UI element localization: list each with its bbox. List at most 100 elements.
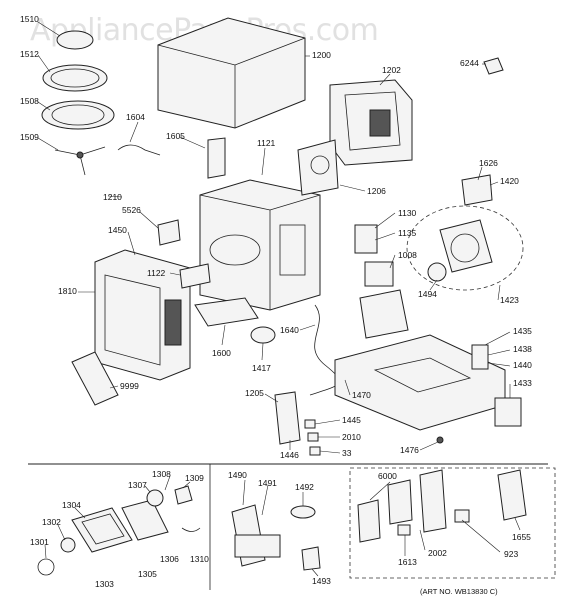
label-1512: 1512 bbox=[20, 49, 39, 59]
part-1655 bbox=[497, 469, 527, 521]
part-1490-base bbox=[234, 534, 281, 558]
label-1445: 1445 bbox=[342, 415, 361, 425]
label-33: 33 bbox=[342, 448, 352, 458]
label-plate bbox=[179, 263, 211, 289]
outer-case bbox=[157, 17, 306, 129]
transformer bbox=[494, 397, 522, 427]
label-1308: 1308 bbox=[152, 469, 171, 479]
label-1490: 1490 bbox=[228, 470, 247, 480]
label-1476: 1476 bbox=[400, 445, 419, 455]
base-plate bbox=[334, 334, 506, 431]
label-1417: 1417 bbox=[252, 363, 271, 373]
label-1600: 1600 bbox=[212, 348, 231, 358]
panel-components bbox=[357, 469, 527, 543]
label-1640: 1640 bbox=[280, 325, 299, 335]
timer-1307 bbox=[146, 489, 164, 507]
spring-1310 bbox=[181, 527, 201, 532]
label-1130: 1130 bbox=[398, 208, 417, 218]
label-1508: 1508 bbox=[20, 96, 39, 106]
label-1302: 1302 bbox=[42, 517, 61, 527]
wire-harness bbox=[309, 304, 340, 396]
label-1303: 1303 bbox=[95, 579, 114, 589]
label-1655: 1655 bbox=[512, 532, 531, 542]
label-1613: 1613 bbox=[398, 557, 417, 567]
turntable-group bbox=[41, 30, 115, 176]
part-1613 bbox=[397, 524, 411, 536]
part-923 bbox=[454, 509, 470, 523]
plate-5526 bbox=[157, 219, 181, 246]
label-1304: 1304 bbox=[62, 500, 81, 510]
label-1310: 1310 bbox=[190, 554, 209, 564]
label-1510: 1510 bbox=[20, 14, 39, 24]
label-1605: 1605 bbox=[166, 131, 185, 141]
label-5526: 5526 bbox=[122, 205, 141, 215]
control-panel-box bbox=[349, 467, 556, 579]
label-1309: 1309 bbox=[185, 473, 204, 483]
screw-1476 bbox=[436, 436, 444, 444]
label-1305: 1305 bbox=[138, 569, 157, 579]
part-6244-tag bbox=[483, 57, 504, 75]
turntable-coupler bbox=[56, 30, 94, 50]
label-1446: 1446 bbox=[280, 450, 299, 460]
label-1423: 1423 bbox=[500, 295, 519, 305]
label-1810: 1810 bbox=[58, 286, 77, 296]
owners-manual bbox=[71, 351, 119, 406]
magnetron bbox=[359, 289, 409, 339]
roller-ring-inner bbox=[50, 68, 100, 88]
stirrer-components bbox=[231, 504, 321, 571]
turntable-motor bbox=[250, 326, 276, 344]
part-1493 bbox=[301, 546, 321, 571]
label-1494: 1494 bbox=[418, 289, 437, 299]
hv-components bbox=[354, 224, 409, 339]
door-assembly bbox=[94, 249, 191, 381]
control-board bbox=[297, 139, 339, 196]
label-1509: 1509 bbox=[20, 132, 39, 142]
interlock-switch bbox=[471, 344, 489, 370]
label-1435: 1435 bbox=[513, 326, 532, 336]
thermal-cutout bbox=[461, 174, 493, 206]
label-2002: 2002 bbox=[428, 548, 447, 558]
label-1450: 1450 bbox=[108, 225, 127, 235]
knob-1303 bbox=[60, 537, 76, 553]
bracket-1309 bbox=[174, 485, 193, 505]
part-6000 bbox=[357, 499, 381, 543]
leader-lines bbox=[37, 21, 521, 577]
label-1438: 1438 bbox=[513, 344, 532, 354]
tray-support bbox=[54, 146, 106, 176]
label-1626: 1626 bbox=[479, 158, 498, 168]
door-components bbox=[37, 485, 201, 576]
label-1420: 1420 bbox=[500, 176, 519, 186]
fan-blade bbox=[427, 262, 447, 282]
control-card bbox=[387, 479, 413, 525]
art-number: (ART NO. WB13830 C) bbox=[420, 587, 498, 596]
label-6000: 6000 bbox=[378, 471, 397, 481]
label-1491: 1491 bbox=[258, 478, 277, 488]
waveguide-cover bbox=[194, 297, 259, 327]
bezel-1305 bbox=[71, 507, 133, 553]
label-1493: 1493 bbox=[312, 576, 331, 586]
label-1306: 1306 bbox=[160, 554, 179, 564]
label-1210: 1210 bbox=[103, 192, 122, 202]
glass-tray-inner bbox=[51, 104, 105, 126]
touch-panel bbox=[419, 469, 447, 533]
label-1307: 1307 bbox=[128, 480, 147, 490]
latch-board bbox=[274, 391, 321, 456]
label-1122: 1122 bbox=[147, 268, 166, 278]
label-1135: 1135 bbox=[398, 228, 417, 238]
label-1202: 1202 bbox=[382, 65, 401, 75]
oven-cavity bbox=[199, 179, 321, 311]
label-1604: 1604 bbox=[126, 112, 145, 122]
label-1492: 1492 bbox=[295, 482, 314, 492]
part-1492 bbox=[290, 505, 316, 519]
part-labels: 1510 1512 1508 1509 1604 1605 1121 1200 … bbox=[20, 14, 532, 589]
hinge-bracket bbox=[207, 137, 226, 179]
label-6244: 6244 bbox=[460, 58, 479, 68]
label-1200: 1200 bbox=[312, 50, 331, 60]
label-2010: 2010 bbox=[342, 432, 361, 442]
frame-1306 bbox=[121, 499, 169, 541]
label-1433: 1433 bbox=[513, 378, 532, 388]
heater-element bbox=[117, 144, 161, 156]
label-9999: 9999 bbox=[120, 381, 139, 391]
